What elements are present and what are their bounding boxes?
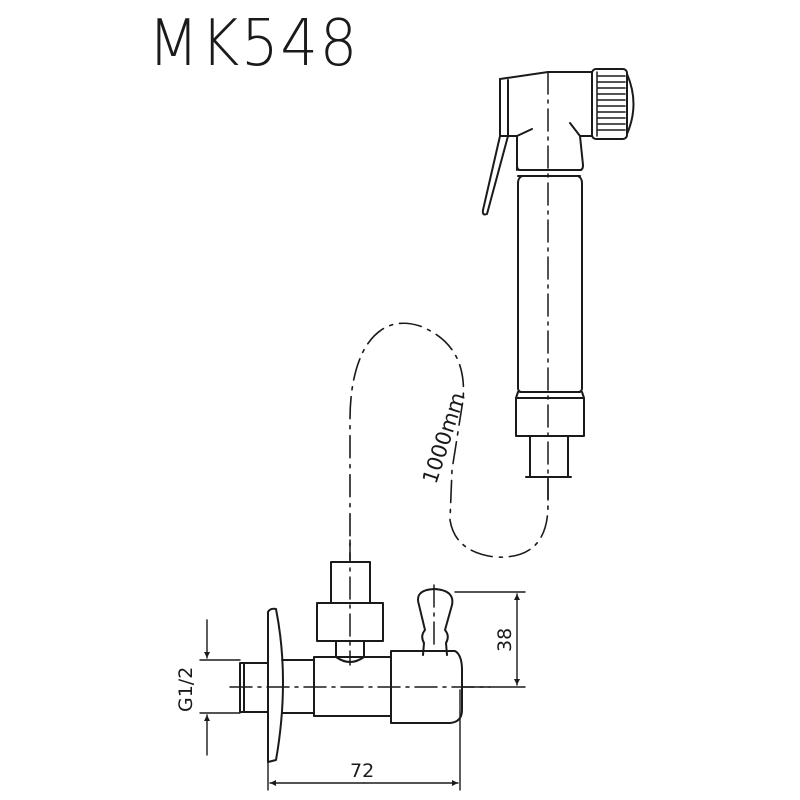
shower-handle-tube bbox=[517, 175, 583, 393]
shower-trigger-lever bbox=[481, 135, 509, 216]
threaded-inlet bbox=[239, 659, 315, 714]
flexible-hose bbox=[349, 322, 549, 561]
thread-size-label: G1/2 bbox=[175, 667, 197, 712]
model-title: MK548 bbox=[148, 7, 359, 81]
shower-head-knob bbox=[591, 68, 635, 140]
valve-height-label: 38 bbox=[494, 628, 516, 652]
hand-shower-head bbox=[499, 71, 593, 177]
hose-length-label: 1000mm bbox=[418, 389, 470, 486]
hose-connector bbox=[515, 391, 585, 478]
valve-width-label: 72 bbox=[350, 760, 374, 782]
angle-valve bbox=[313, 561, 463, 724]
wall-flange bbox=[267, 607, 284, 763]
valve-handle bbox=[417, 588, 454, 656]
